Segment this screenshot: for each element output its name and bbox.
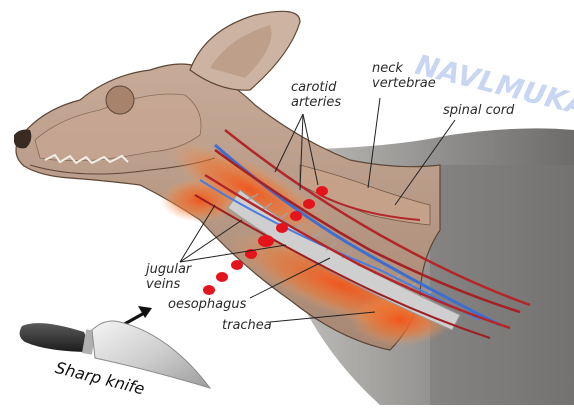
cut-mark (203, 285, 215, 295)
label-carotid-line-2: arteries (291, 95, 341, 110)
label-neck-line-1: neck (372, 61, 436, 76)
eye-socket (106, 86, 134, 114)
cut-mark (231, 260, 243, 270)
label-carotid-line-1: carotid (291, 80, 341, 95)
label-neck-line-2: vertebrae (372, 76, 436, 91)
cut-mark (290, 211, 302, 221)
label-trachea: trachea (222, 318, 272, 333)
cut-mark (216, 272, 228, 282)
label-jugular-veins: jugular veins (146, 262, 191, 292)
label-neck-vertebrae: neck vertebrae (372, 61, 436, 91)
label-jugular-line-2: veins (146, 277, 191, 292)
label-carotid-arteries: carotid arteries (291, 80, 341, 110)
knife-handle (20, 323, 92, 352)
body-dark-panel (430, 165, 574, 405)
cut-mark (303, 199, 315, 209)
glow-chin (160, 178, 240, 222)
label-oesophagus: oesophagus (168, 297, 246, 312)
cut-mark (316, 186, 328, 196)
label-spinal-cord: spinal cord (443, 103, 514, 118)
cut-mark (276, 223, 288, 233)
label-jugular-line-1: jugular (146, 262, 191, 277)
cut-mark (258, 235, 274, 247)
